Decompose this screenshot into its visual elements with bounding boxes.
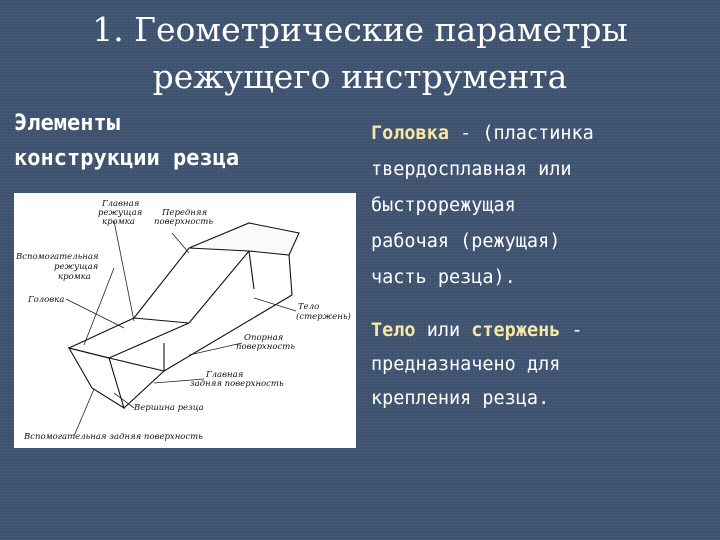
body-def-line-2: предназначено для (371, 354, 561, 375)
label-body-1: Тело (298, 302, 319, 312)
label-main-edge-3: кромка (102, 217, 135, 227)
label-main-edge-2: режущая (98, 208, 143, 218)
shank-end-face (188, 222, 300, 256)
head-bottom-edge (123, 370, 165, 409)
label-tip: Вершина резца (133, 403, 204, 413)
cutter-diagram-svg: Главная режущая кромка Передняя поверхно… (15, 199, 351, 442)
slide-title: 1. Геометрические параметры режущего инс… (0, 6, 720, 100)
cutter-diagram: Главная режущая кромка Передняя поверхно… (14, 193, 356, 448)
slide-title-line-1: 1. Геометрические параметры (92, 10, 628, 49)
left-heading-line-2: конструкции резца (14, 146, 240, 171)
head-front (67, 347, 125, 410)
label-aux-edge-3: кромка (58, 272, 91, 282)
label-support-1: Опорная (244, 333, 284, 343)
body-def-line-3: крепления резца. (371, 388, 550, 409)
head-def-line-3: быстрорежущая (371, 195, 516, 216)
label-main-back-2: задняя поверхность (190, 379, 284, 389)
leader-lines (65, 220, 297, 437)
shank-end-vertical (288, 254, 293, 296)
label-aux-back: Вспомогательная задняя поверхность (23, 432, 203, 442)
term-shank: стержень (471, 320, 561, 341)
label-aux-edge-1: Вспомогательная (15, 252, 99, 262)
head-definition: Головка - (пластинка твердосплавная или … (371, 116, 711, 296)
term-body: Тело (371, 320, 416, 341)
body-def-or: или (415, 320, 472, 341)
head-side-edge (108, 357, 165, 372)
label-support-2: поверхность (236, 342, 295, 352)
label-main-edge-1: Главная (101, 199, 140, 209)
label-front-1: Передняя (161, 208, 208, 218)
term-head: Головка (371, 123, 449, 144)
body-definition: Тело или стержень - предназначено для кр… (371, 314, 711, 416)
label-head: Головка (27, 295, 64, 305)
left-heading: Элементы конструкции резца (14, 106, 239, 176)
label-body-2: (стержень) (296, 311, 351, 322)
shank-mid-vertical (248, 250, 255, 290)
body-def-dash: - (560, 320, 583, 341)
slide-title-line-2: режущего инструмента (152, 57, 568, 96)
head-def-line-4: рабочая (режущая) (371, 231, 561, 252)
shank-bottom-edge (163, 294, 293, 372)
right-description: Головка - (пластинка твердосплавная или … (371, 116, 711, 416)
head-def-line-5: часть резца). (371, 267, 516, 288)
shank-top-edge-left (133, 247, 190, 319)
left-heading-line-1: Элементы (14, 111, 120, 136)
head-def-line-2: твердосплавная или (371, 159, 572, 180)
label-aux-edge-2: режущая (54, 262, 99, 272)
cutter-outline (67, 222, 300, 410)
label-main-back-1: Главная (205, 370, 244, 380)
shank-top-edge-right (188, 250, 250, 324)
head-def-line-1-rest: - (пластинка (448, 123, 594, 144)
label-front-2: поверхность (154, 217, 213, 227)
